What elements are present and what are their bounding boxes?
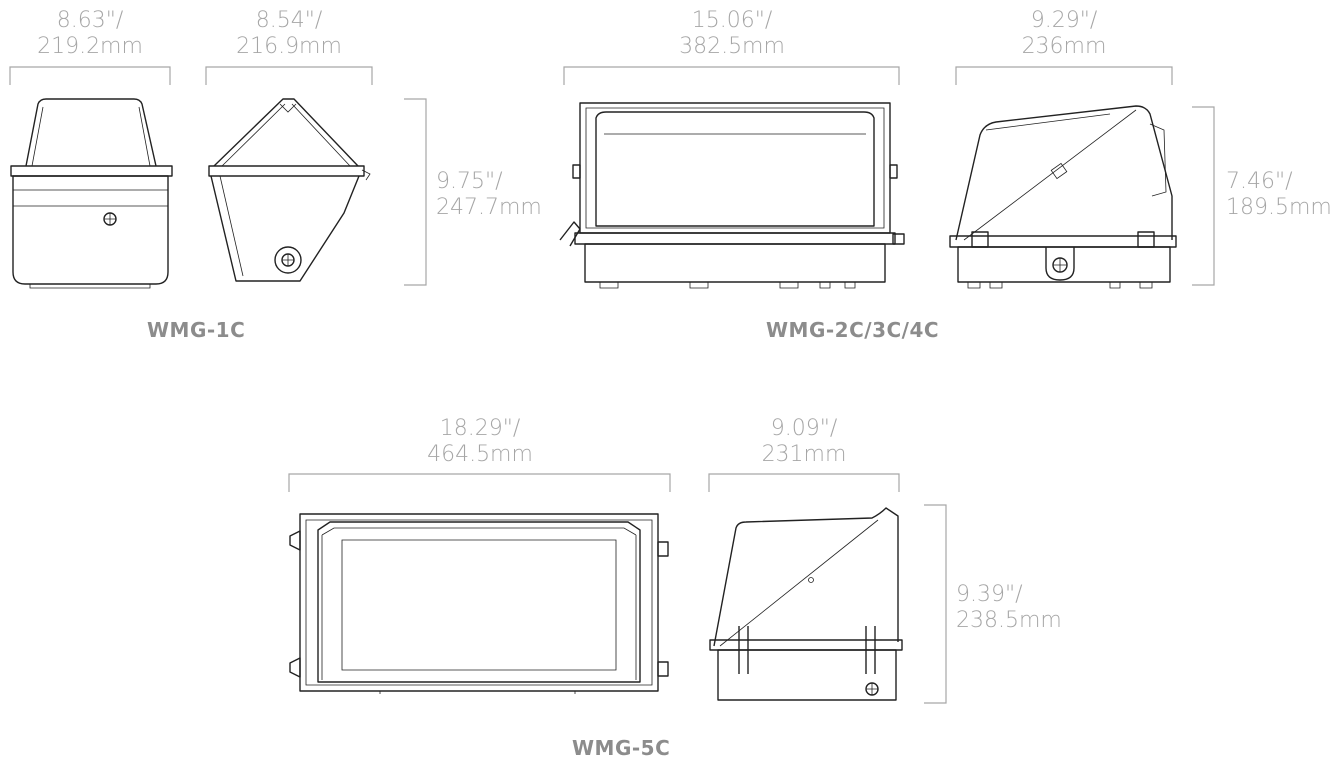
bracket-wmg1c-depth xyxy=(205,66,373,85)
dim-wmg2c-height: 7.46"/ 189.5mm xyxy=(1226,169,1332,221)
dim-value-imperial: 7.46"/ xyxy=(1226,169,1293,194)
dim-wmg1c-front-width: 8.63"/ 219.2mm xyxy=(0,8,180,60)
dim-value-imperial: 9.39"/ xyxy=(956,582,1023,607)
dim-value-metric: 189.5mm xyxy=(1226,195,1332,220)
wmg2c-front-view xyxy=(559,102,905,289)
wmg1c-front-view xyxy=(10,98,173,289)
dim-value-imperial: 18.29"/ xyxy=(439,416,521,441)
dim-value-metric: 231mm xyxy=(761,442,847,467)
model-label-wmg5c: WMG-5C xyxy=(572,736,671,760)
model-label-wmg1c: WMG-1C xyxy=(147,318,246,342)
bracket-wmg1c-width xyxy=(9,66,171,85)
dim-wmg2c-front-width: 15.06"/ 382.5mm xyxy=(632,8,832,60)
dim-wmg1c-height: 9.75"/ 247.7mm xyxy=(436,169,542,221)
bracket-wmg5c-depth xyxy=(708,473,900,492)
model-label-wmg2c: WMG-2C/3C/4C xyxy=(766,318,940,342)
dim-value-imperial: 8.54"/ xyxy=(255,8,323,33)
dim-wmg5c-height: 9.39"/ 238.5mm xyxy=(956,582,1062,634)
dim-value-imperial: 15.06"/ xyxy=(691,8,773,33)
bracket-wmg2c-depth xyxy=(955,66,1173,85)
wmg1c-side-view xyxy=(208,98,371,282)
dim-value-metric: 219.2mm xyxy=(37,34,143,59)
bracket-wmg1c-height xyxy=(404,98,427,286)
dim-value-imperial: 9.75"/ xyxy=(436,169,503,194)
dim-value-imperial: 8.63"/ xyxy=(56,8,124,33)
dim-value-metric: 464.5mm xyxy=(427,442,533,467)
dim-wmg1c-side-depth: 8.54"/ 216.9mm xyxy=(202,8,376,60)
wmg5c-front-view xyxy=(289,513,669,694)
dim-value-metric: 382.5mm xyxy=(679,34,785,59)
bracket-wmg2c-height xyxy=(1192,106,1215,286)
dim-value-metric: 238.5mm xyxy=(956,608,1062,633)
dim-value-metric: 247.7mm xyxy=(436,195,542,220)
dimension-brackets xyxy=(9,66,1215,704)
bracket-wmg5c-height xyxy=(924,504,947,704)
dim-wmg5c-front-width: 18.29"/ 464.5mm xyxy=(380,416,580,468)
dim-wmg2c-side-depth: 9.29"/ 236mm xyxy=(984,8,1144,60)
dim-value-metric: 216.9mm xyxy=(236,34,342,59)
dim-value-metric: 236mm xyxy=(1021,34,1107,59)
bracket-wmg2c-width xyxy=(563,66,900,85)
dim-value-imperial: 9.09"/ xyxy=(770,416,838,441)
wmg2c-side-view xyxy=(949,105,1177,289)
dim-wmg5c-side-depth: 9.09"/ 231mm xyxy=(734,416,874,468)
dim-value-imperial: 9.29"/ xyxy=(1030,8,1098,33)
wmg5c-side-view xyxy=(709,507,903,701)
bracket-wmg5c-width xyxy=(288,473,671,492)
